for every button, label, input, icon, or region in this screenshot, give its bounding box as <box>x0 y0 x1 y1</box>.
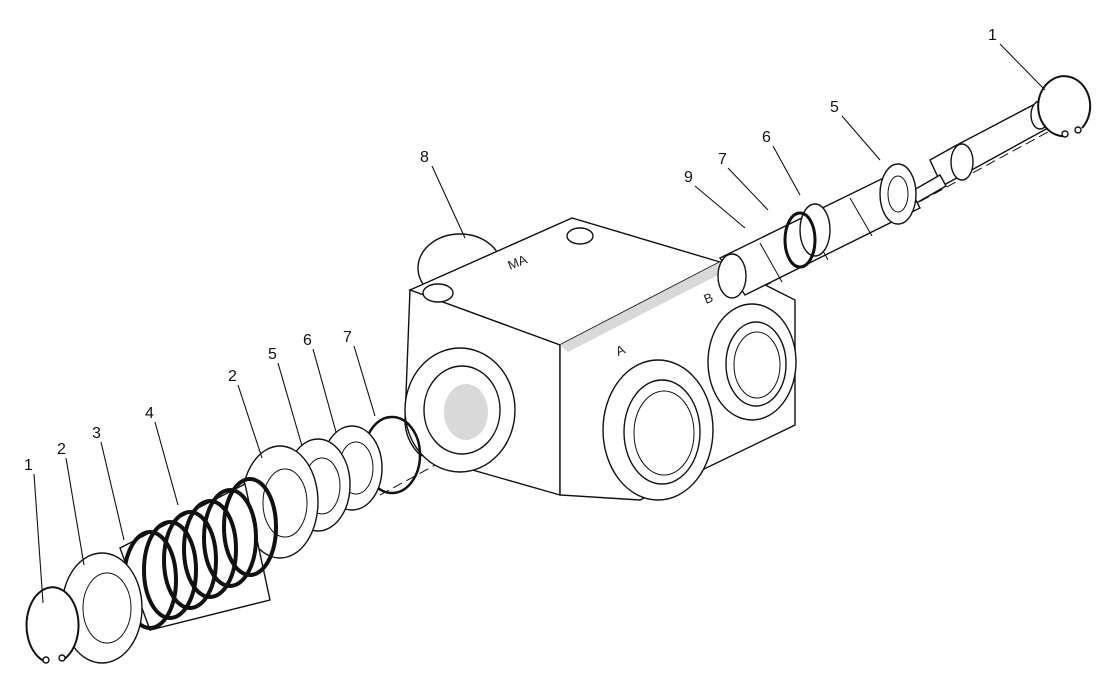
leader-5-right <box>841 115 881 161</box>
circlip-right-ear-1 <box>1061 130 1069 138</box>
body-top-mark: MA <box>506 251 530 272</box>
leader-7-right <box>727 167 769 211</box>
callout-1-right: 1 <box>988 27 997 44</box>
callout-5-right: 5 <box>830 99 839 116</box>
callout-5-left: 5 <box>268 346 277 363</box>
spool-barrel-end <box>717 253 747 299</box>
leader-1-right <box>999 43 1046 91</box>
leader-9 <box>694 185 746 229</box>
callout-6-left: 6 <box>303 332 312 349</box>
callout-4: 4 <box>145 405 154 422</box>
callout-1-left: 1 <box>24 457 33 474</box>
spring-coil-3 <box>162 510 218 610</box>
body-edge-shade <box>560 262 728 352</box>
spool-land-3 <box>849 197 873 237</box>
washer-2-left-hole <box>82 572 132 644</box>
leader-1-left <box>33 473 44 604</box>
leader-3 <box>100 441 125 541</box>
callout-9: 9 <box>684 169 693 186</box>
leader-lines <box>33 43 1046 604</box>
callout-6-right: 6 <box>762 129 771 146</box>
callout-numbers: 1 5 6 7 9 8 7 6 5 2 4 3 2 1 <box>24 27 997 474</box>
circlip-left-ring <box>25 586 80 663</box>
spring-coil-4 <box>182 499 238 599</box>
spring-coil-5 <box>202 488 258 588</box>
leader-2-left <box>65 457 85 566</box>
washer-5-right-hole <box>887 175 909 213</box>
circlip-left-ear-2 <box>58 654 66 662</box>
callout-3: 3 <box>92 425 101 442</box>
top-bolt-hole-left <box>422 283 454 303</box>
callout-2-mid: 2 <box>228 368 237 385</box>
front-port-bore <box>444 384 488 440</box>
callout-8: 8 <box>420 149 429 166</box>
port-a-thread <box>623 379 701 485</box>
spool-end-rod <box>929 103 1049 187</box>
spool-shoulder <box>950 143 974 181</box>
circlip-left-ear-1 <box>42 656 50 664</box>
washer-5-right <box>879 163 917 225</box>
top-bolt-hole-right <box>566 227 594 245</box>
port-b-thread-inner <box>733 331 781 399</box>
circlip-right <box>1037 75 1092 138</box>
spool-land-1 <box>759 242 783 283</box>
spring-washer-2-mid-hole <box>262 468 308 538</box>
leader-6-right <box>772 145 801 196</box>
leader-7-left <box>353 345 376 417</box>
spring-coil-6 <box>222 477 278 577</box>
callout-7-right: 7 <box>718 151 727 168</box>
leader-8 <box>431 165 466 239</box>
o-ring-7-right <box>783 211 817 269</box>
circlip-left <box>25 586 80 664</box>
spring-coil-2 <box>142 520 198 620</box>
leader-4 <box>154 421 179 506</box>
callout-2-left: 2 <box>57 441 66 458</box>
callout-7-left: 7 <box>343 329 352 346</box>
circlip-right-ring <box>1037 75 1092 138</box>
port-b-thread <box>725 321 787 407</box>
leader-5-left <box>277 362 303 447</box>
valve-body: MA A B <box>404 217 797 501</box>
circlip-right-ear-2 <box>1074 126 1082 134</box>
port-a-thread-inner <box>633 390 695 476</box>
leader-6-left <box>312 348 337 433</box>
leader-2-mid <box>237 384 263 459</box>
